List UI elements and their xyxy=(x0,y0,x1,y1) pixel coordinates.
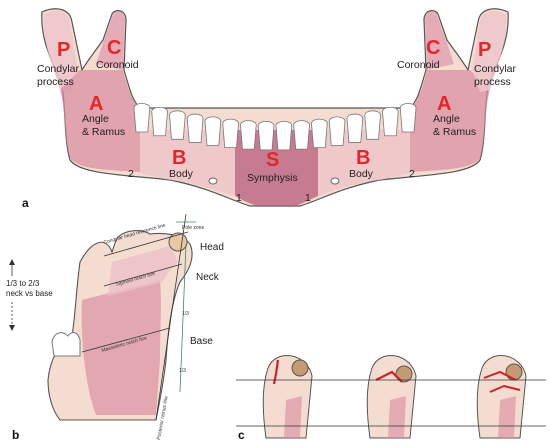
label-1-left: 1 xyxy=(236,192,242,204)
condylar-head xyxy=(168,232,188,252)
tooth xyxy=(293,120,310,150)
base-region xyxy=(81,280,161,415)
panel-b: Pole zone Condylar head reference line S… xyxy=(6,213,224,442)
label-base: Base xyxy=(190,336,213,347)
label-c-left: C xyxy=(107,37,121,59)
label-head: Head xyxy=(200,242,224,253)
tooth xyxy=(399,103,417,133)
label-body-left: Body xyxy=(169,168,194,180)
teeth-row xyxy=(133,103,417,151)
ratio-arrow-down xyxy=(9,302,15,331)
label-s: S xyxy=(266,149,279,171)
label-pole-zone: Pole zone xyxy=(182,225,204,231)
posterior-ramus-line xyxy=(155,213,187,421)
tooth xyxy=(311,118,328,148)
neck-region xyxy=(108,246,178,296)
panel-c: c xyxy=(236,355,546,442)
tooth xyxy=(186,113,204,143)
tooth xyxy=(169,110,186,140)
label-2-left: 2 xyxy=(128,168,134,180)
condyle-view-1 xyxy=(262,355,313,439)
tooth xyxy=(346,113,364,143)
label-condylar-right-1: Condylar xyxy=(474,63,517,75)
tooth xyxy=(364,110,381,140)
panel-a-label: a xyxy=(22,196,29,210)
tooth xyxy=(328,116,346,146)
label-a-left: A xyxy=(89,93,103,115)
label-angle-right-2: & Ramus xyxy=(433,126,476,138)
region-c-left xyxy=(96,11,125,70)
tooth xyxy=(382,106,399,137)
tooth xyxy=(222,118,239,148)
panel-a: P C Coronoid Condylar process A Angle & … xyxy=(22,8,517,210)
masseteric-notch-line xyxy=(81,327,171,353)
tooth xyxy=(240,120,257,150)
region-b-right xyxy=(318,130,410,196)
label-coronoid-right: Coronoid xyxy=(397,59,440,71)
label-condylar-right-2: process xyxy=(474,76,511,88)
label-one-third-bottom: 1/3 xyxy=(179,368,186,374)
mental-foramen-right xyxy=(330,177,340,185)
label-condylar-left-1: Condylar xyxy=(37,63,80,75)
condyle-view-2 xyxy=(366,355,417,439)
label-a-right: A xyxy=(437,93,451,115)
region-a-left xyxy=(60,70,140,172)
tooth xyxy=(257,121,275,151)
molar-upper xyxy=(51,332,81,357)
label-c-right: C xyxy=(426,37,440,59)
label-body-right: Body xyxy=(349,168,374,180)
tooth xyxy=(151,106,168,137)
label-coronoid-left: Coronoid xyxy=(96,59,139,71)
condylar-head-reference-line xyxy=(103,231,189,257)
condyle-view-3 xyxy=(476,355,527,439)
region-p-left xyxy=(43,10,78,93)
label-one-third-top: 1/3 xyxy=(182,311,189,317)
region-b-left xyxy=(140,130,235,196)
region-a-right xyxy=(410,70,490,172)
tooth xyxy=(275,121,293,151)
label-angle-right-1: Angle xyxy=(433,113,460,125)
label-neck: Neck xyxy=(196,272,220,283)
panel-c-label: c xyxy=(238,428,245,442)
label-symphysis: Symphysis xyxy=(247,172,298,184)
sigmoid-notch-line xyxy=(103,263,183,287)
label-condylar-left-2: process xyxy=(37,76,74,88)
mental-foramen-left xyxy=(208,177,218,185)
green-guide-line xyxy=(179,243,187,393)
label-p-left: P xyxy=(57,39,70,61)
ratio-arrow-up xyxy=(9,259,15,276)
label-b-right: B xyxy=(356,147,370,169)
label-angle-left-2: & Ramus xyxy=(82,126,125,138)
label-2-right: 2 xyxy=(409,168,415,180)
tooth xyxy=(133,103,151,133)
region-p-right xyxy=(472,10,507,93)
label-ratio-1: 1/3 to 2/3 xyxy=(6,279,40,288)
label-angle-left-1: Angle xyxy=(82,113,109,125)
region-c-right xyxy=(425,11,454,70)
label-b-left: B xyxy=(172,147,186,169)
panel-b-label: b xyxy=(12,428,19,442)
label-ratio-2: neck vs base xyxy=(6,289,53,298)
label-1-right: 1 xyxy=(305,192,311,204)
label-p-right: P xyxy=(478,39,491,61)
tooth xyxy=(204,116,222,146)
